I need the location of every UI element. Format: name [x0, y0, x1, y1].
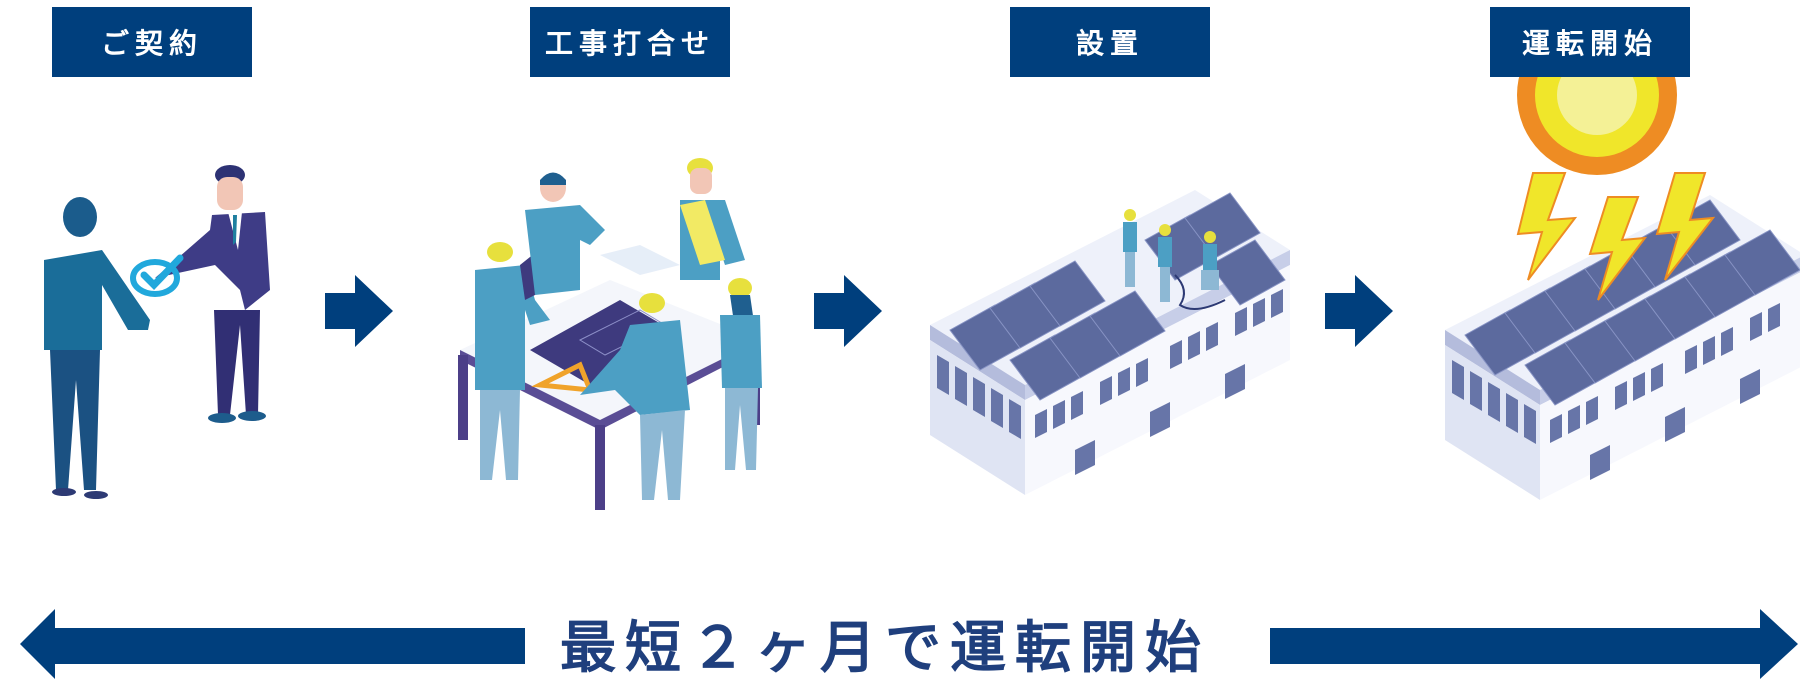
solar-operation-illustration	[1420, 60, 1800, 510]
sun-icon	[1517, 60, 1677, 175]
lightning-bolt-icon	[1516, 172, 1716, 301]
construction-meeting-illustration	[440, 150, 770, 510]
step-label-contract: ご契約	[52, 7, 252, 77]
flow-arrow-icon	[814, 275, 884, 350]
flow-arrow-icon	[1325, 275, 1395, 350]
flow-arrow-icon	[325, 275, 395, 350]
timeline-left-arrow	[20, 606, 530, 682]
solar-installation-illustration	[925, 180, 1305, 500]
step-label-meeting: 工事打合せ	[530, 7, 730, 77]
timeline-right-arrow	[1270, 606, 1800, 682]
contract-handshake-illustration	[30, 150, 290, 500]
step-label-operation: 運転開始	[1490, 7, 1690, 77]
timeline-caption: 最短２ヶ月で運転開始	[560, 615, 1210, 681]
step-label-installation: 設置	[1010, 7, 1210, 77]
